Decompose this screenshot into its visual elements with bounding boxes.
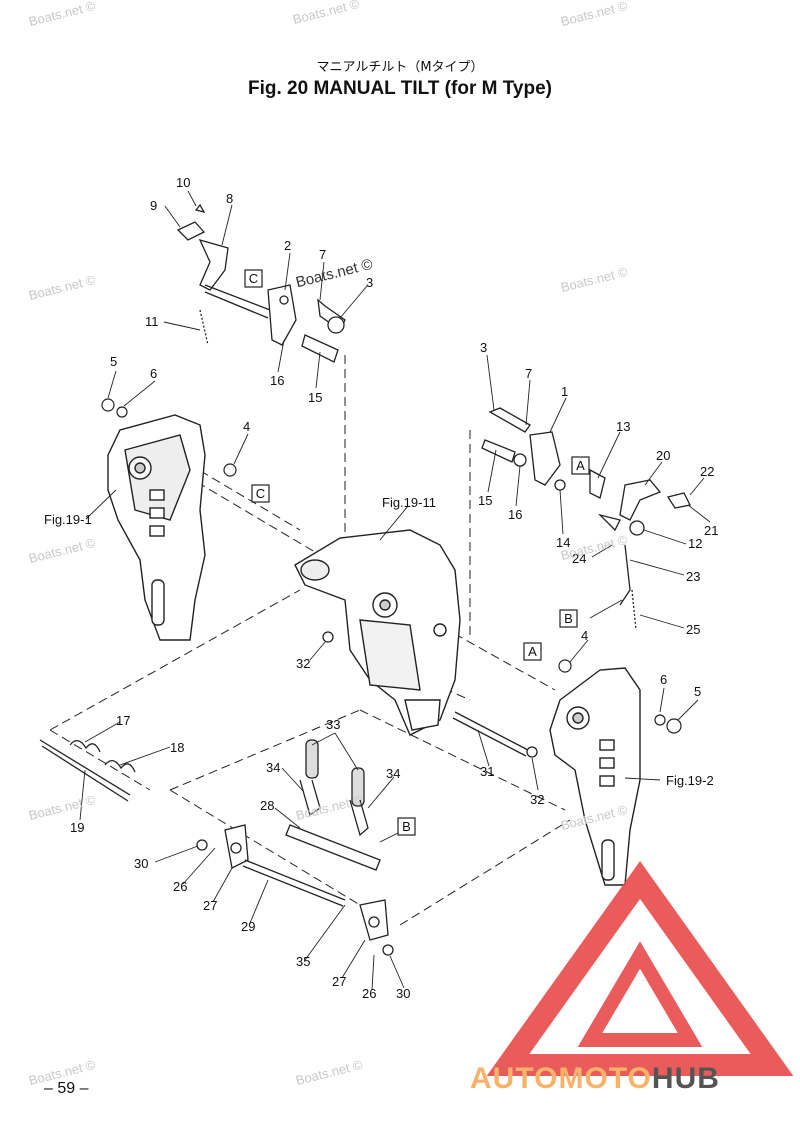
- fig-ref-19-11: Fig.19-11: [382, 495, 436, 510]
- part-label-26b: 26: [362, 986, 376, 1001]
- part-label-17: 17: [116, 713, 130, 728]
- center-clamp-bracket: [294, 529, 461, 736]
- part-label-7a: 7: [319, 247, 326, 262]
- box-a-top-label: A: [576, 458, 585, 473]
- part-label-18: 18: [170, 740, 184, 755]
- part-label-11: 11: [145, 314, 159, 329]
- part-label-24: 24: [572, 551, 586, 566]
- part-label-13: 13: [616, 419, 630, 434]
- figure-title: Fig. 20 MANUAL TILT (for M Type): [248, 78, 552, 99]
- part-label-32a: 32: [296, 656, 310, 671]
- box-c-top: [244, 269, 263, 288]
- part-label-25: 25: [686, 622, 700, 637]
- boxed-reference-letters: C C A B A B: [244, 269, 590, 836]
- part-label-20: 20: [656, 448, 670, 463]
- part-label-5b: 5: [694, 684, 701, 699]
- part-label-27b: 27: [332, 974, 346, 989]
- part-label-23: 23: [686, 569, 700, 584]
- part-label-29: 29: [241, 919, 255, 934]
- part-label-3a: 3: [366, 275, 373, 290]
- part-label-34a: 34: [266, 760, 280, 775]
- part-label-4a: 4: [243, 419, 250, 434]
- subtitle-japanese: マニアルチルト（Mタイプ）: [316, 60, 484, 75]
- lower-link-assembly: [196, 631, 538, 956]
- box-c-left: [251, 484, 270, 503]
- part-label-30a: 30: [134, 856, 148, 871]
- part-label-5a: 5: [110, 354, 117, 369]
- part-label-1: 1: [561, 384, 568, 399]
- part-label-26a: 26: [173, 879, 187, 894]
- automotohub-logo-mark: [486, 861, 794, 1076]
- part-label-31: 31: [480, 764, 494, 779]
- part-label-15b: 15: [478, 493, 492, 508]
- box-a-right: [523, 642, 542, 661]
- part-label-22: 22: [700, 464, 714, 479]
- part-label-28: 28: [260, 798, 274, 813]
- part-label-27a: 27: [203, 898, 217, 913]
- brand-wordmark-part1: AUTOMOTO: [470, 1062, 652, 1095]
- part-label-35: 35: [296, 954, 310, 969]
- tilt-shaft-springs: [39, 739, 136, 802]
- part-label-12: 12: [688, 536, 702, 551]
- box-a-right-label: A: [528, 644, 537, 659]
- part-label-8: 8: [226, 191, 233, 206]
- part-label-10: 10: [176, 175, 190, 190]
- fig-ref-19-2: Fig.19-2: [666, 773, 714, 788]
- part-label-9: 9: [150, 198, 157, 213]
- part-label-15a: 15: [308, 390, 322, 405]
- upper-left-lever-assembly: [176, 203, 346, 363]
- upper-right-lever-assembly: [481, 407, 691, 631]
- part-label-33: 33: [326, 717, 340, 732]
- part-label-6a: 6: [150, 366, 157, 381]
- part-label-4b: 4: [581, 628, 588, 643]
- part-label-3b: 3: [480, 340, 487, 355]
- part-label-21: 21: [704, 523, 718, 538]
- left-swivel-bracket: [107, 414, 206, 641]
- box-a-top: [571, 456, 590, 475]
- box-b-bottom-label: B: [402, 819, 411, 834]
- fig-ref-19-1: Fig.19-1: [44, 512, 92, 527]
- box-b-top-label: B: [564, 611, 573, 626]
- box-b-bottom: [397, 817, 416, 836]
- part-label-2: 2: [284, 238, 291, 253]
- part-label-32b: 32: [530, 792, 544, 807]
- leader-lines: [79, 190, 711, 991]
- part-label-6b: 6: [660, 672, 667, 687]
- part-label-14: 14: [556, 535, 570, 550]
- box-c-top-label: C: [249, 271, 258, 286]
- part-label-30b: 30: [396, 986, 410, 1001]
- part-label-19: 19: [70, 820, 84, 835]
- right-swivel-bracket: [549, 667, 641, 886]
- page-number: – 59 –: [44, 1080, 89, 1097]
- part-label-7b: 7: [525, 366, 532, 381]
- part-number-labels: 10 9 8 2 7 3 11 16 15 5 6 4 3 7 1 13 20 …: [70, 175, 718, 1001]
- brand-wordmark-part2: HUB: [651, 1062, 720, 1095]
- brand-wordmark: AUTOMOTOHUB: [470, 1062, 720, 1096]
- part-label-34b: 34: [386, 766, 400, 781]
- box-c-left-label: C: [256, 486, 265, 501]
- fasteners: [101, 398, 682, 734]
- box-b-top: [559, 609, 578, 628]
- part-label-16a: 16: [270, 373, 284, 388]
- part-label-16b: 16: [508, 507, 522, 522]
